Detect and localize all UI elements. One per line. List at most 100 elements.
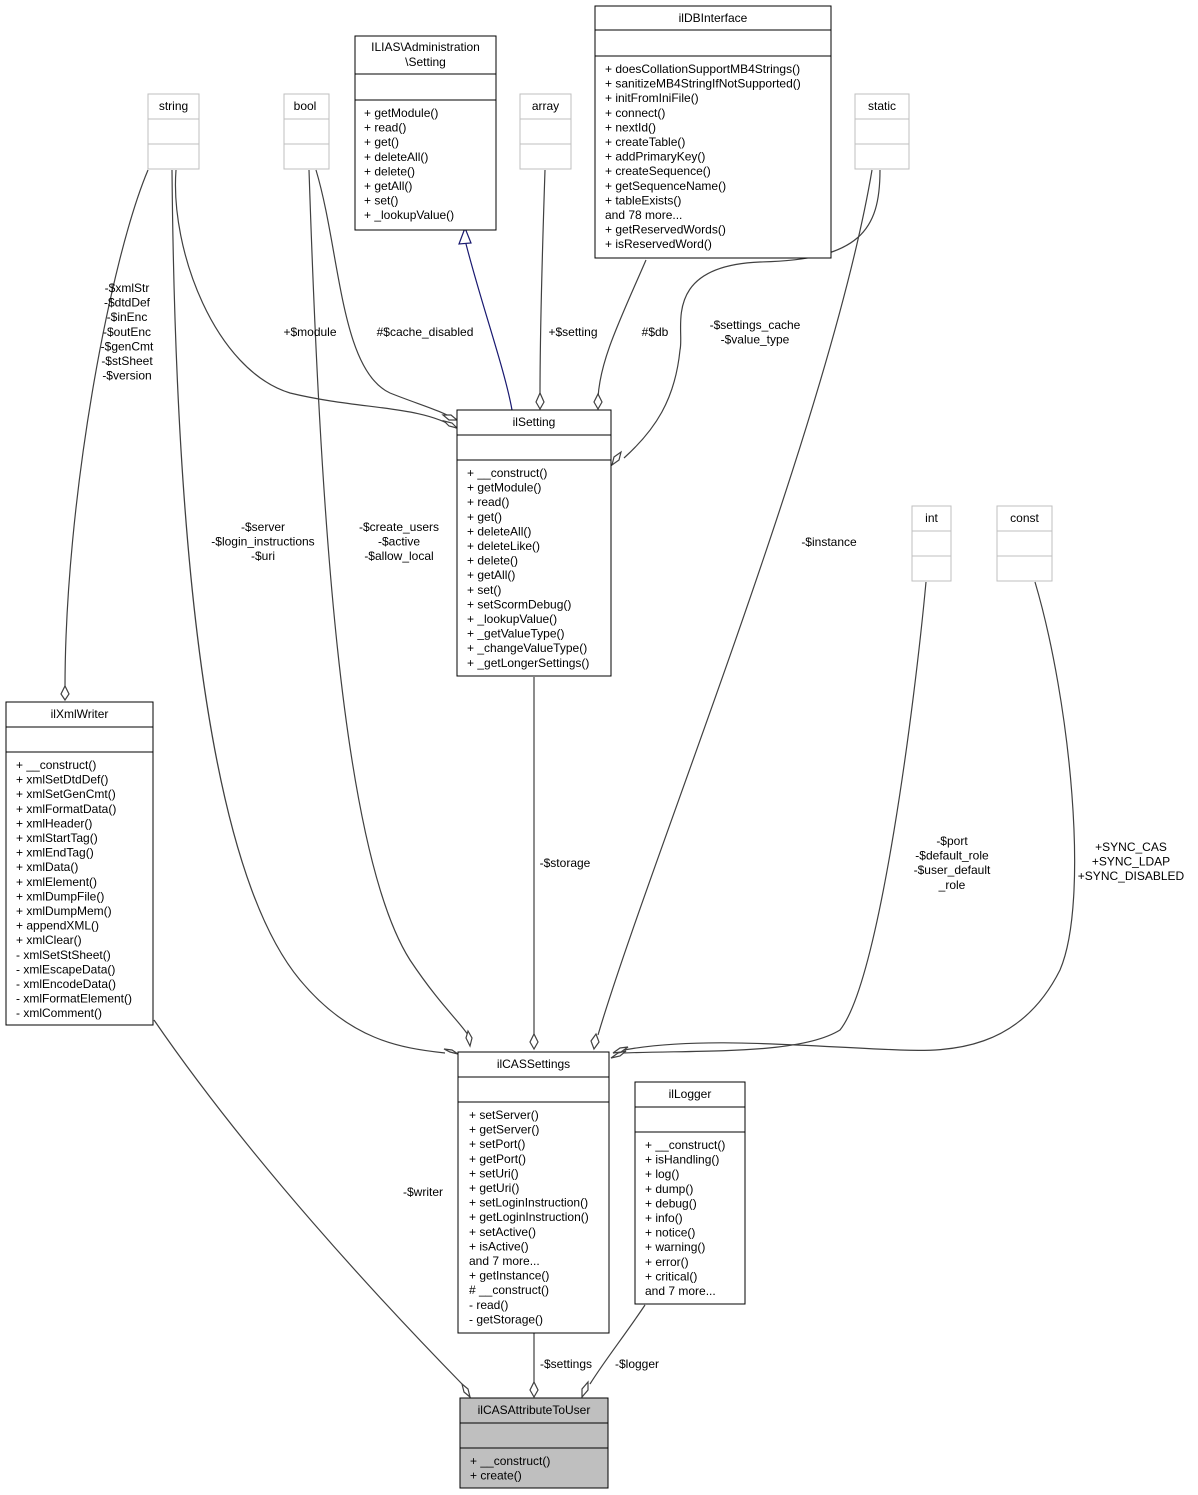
method-il_logger-5: + info() bbox=[645, 1211, 683, 1225]
method-il_cas_settings-12: # __construct() bbox=[469, 1283, 549, 1297]
method-il_setting-2: + read() bbox=[467, 495, 509, 509]
method-il_cas_settings-11: + getInstance() bbox=[469, 1269, 549, 1283]
method-db_interface-5: + createTable() bbox=[605, 135, 685, 149]
method-il_setting-13: + _getLongerSettings() bbox=[467, 656, 589, 670]
class-box-ilxmlwriter: ilXmlWriter + __construct()+ xmlSetDtdDe… bbox=[5, 701, 154, 1026]
class-box-db-interface: ilDBInterface + doesCollationSupportMB4S… bbox=[594, 5, 832, 259]
diamond-xmlwriter bbox=[60, 684, 70, 702]
method-il_logger-6: + notice() bbox=[645, 1226, 695, 1240]
method-setting_interface-7: + _lookupValue() bbox=[364, 208, 454, 222]
edge-label-xml_writer_fields-1: -$dtdDef bbox=[104, 296, 151, 310]
method-setting_interface-5: + getAll() bbox=[364, 179, 412, 193]
edge-label-port-1: -$default_role bbox=[915, 849, 989, 863]
method-il_xml_writer-6: + xmlEndTag() bbox=[16, 846, 94, 860]
method-il_xml_writer-0: + __construct() bbox=[16, 758, 96, 772]
method-il_cas_settings-4: + setUri() bbox=[469, 1166, 519, 1180]
class-box-bool: bool bbox=[283, 93, 330, 170]
method-db_interface-8: + getSequenceName() bbox=[605, 179, 726, 193]
method-il_cas_settings-1: + getServer() bbox=[469, 1123, 539, 1137]
diamond-ilsetting-array bbox=[535, 391, 545, 411]
class-title-array: array bbox=[532, 99, 559, 113]
edge-label-db-0: #$db bbox=[642, 325, 669, 339]
method-setting_interface-4: + delete() bbox=[364, 164, 415, 178]
method-db_interface-9: + tableExists() bbox=[605, 193, 681, 207]
class-box-ilcassettings: ilCASSettings + setServer()+ getServer()… bbox=[457, 1051, 610, 1334]
diamond-ilsetting-static bbox=[611, 450, 622, 467]
method-il_cas_settings-9: + isActive() bbox=[469, 1239, 529, 1253]
edge-logger-attribute bbox=[589, 1304, 646, 1385]
edge-label-port-3: _role bbox=[938, 878, 966, 892]
edge-labels: -$xmlStr-$dtdDef-$inEnc-$outEnc-$genCmt-… bbox=[101, 281, 1185, 1371]
method-il_setting-8: + set() bbox=[467, 583, 501, 597]
class-title-bool: bool bbox=[294, 99, 317, 113]
method-il_setting-6: + delete() bbox=[467, 554, 518, 568]
class-box-string: string bbox=[147, 93, 200, 170]
method-il_cas_settings-5: + getUri() bbox=[469, 1181, 519, 1195]
edge-array-ilsetting bbox=[539, 169, 546, 396]
method-il_setting-0: + __construct() bbox=[467, 466, 547, 480]
diamond-attribute-settings bbox=[529, 1380, 539, 1399]
method-setting_interface-1: + read() bbox=[364, 121, 406, 135]
method-il_xml_writer-9: + xmlDumpFile() bbox=[16, 889, 104, 903]
method-il_cas_settings-13: - read() bbox=[469, 1298, 508, 1312]
class-box-illogger: ilLogger + __construct()+ isHandling()+ … bbox=[634, 1081, 746, 1305]
edge-label-xml_writer_fields-0: -$xmlStr bbox=[105, 281, 150, 295]
class-box-const: const bbox=[996, 505, 1053, 582]
edge-label-instance-0: -$instance bbox=[801, 535, 857, 549]
method-db_interface-0: + doesCollationSupportMB4Strings() bbox=[605, 62, 800, 76]
edge-label-server-0: -$server bbox=[241, 520, 285, 534]
method-il_logger-4: + debug() bbox=[645, 1196, 697, 1210]
inheritance-arrowhead bbox=[458, 226, 472, 245]
method-il_setting-9: + setScormDebug() bbox=[467, 597, 571, 611]
edge-string-xmlwriter bbox=[64, 169, 149, 689]
method-il_cas_settings-10: and 7 more... bbox=[469, 1254, 540, 1268]
edge-label-xml_writer_fields-3: -$outEnc bbox=[103, 325, 151, 339]
method-il_logger-1: + isHandling() bbox=[645, 1153, 719, 1167]
method-setting_interface-0: + getModule() bbox=[364, 106, 438, 120]
diamond-cassettings-const bbox=[612, 1046, 629, 1054]
edge-label-port-2: -$user_default bbox=[914, 863, 991, 877]
class-title-ilxmlwriter: ilXmlWriter bbox=[51, 707, 109, 721]
method-db_interface-7: + createSequence() bbox=[605, 164, 711, 178]
edge-label-setting-0: +$setting bbox=[548, 325, 597, 339]
class-title-static: static bbox=[868, 99, 896, 113]
diamond-cassettings-storage bbox=[529, 1032, 539, 1051]
diamond-attribute-logger bbox=[581, 1380, 589, 1399]
method-il_setting-4: + deleteAll() bbox=[467, 524, 531, 538]
class-box-static: static bbox=[854, 93, 910, 170]
edge-label-create_users-2: -$allow_local bbox=[364, 549, 433, 563]
edge-label-server-1: -$login_instructions bbox=[211, 535, 314, 549]
method-il_logger-9: + critical() bbox=[645, 1269, 697, 1283]
diamond-attribute-writer bbox=[460, 1382, 472, 1399]
edges bbox=[64, 169, 1076, 1386]
edge-label-xml_writer_fields-5: -$stSheet bbox=[101, 354, 153, 368]
method-il_cas_settings-6: + setLoginInstruction() bbox=[469, 1196, 588, 1210]
edge-const-cassettings bbox=[623, 581, 1076, 1052]
method-il_setting-11: + _getValueType() bbox=[467, 627, 565, 641]
edge-label-settings-0: -$settings bbox=[540, 1357, 592, 1371]
method-il_xml_writer-12: + xmlClear() bbox=[16, 933, 82, 947]
method-il_cas_settings-14: - getStorage() bbox=[469, 1312, 543, 1326]
method-il_xml_writer-15: - xmlEncodeData() bbox=[16, 977, 116, 991]
edge-static-cassettings bbox=[597, 169, 873, 1036]
method-il_setting-3: + get() bbox=[467, 510, 502, 524]
method-il_logger-3: + dump() bbox=[645, 1182, 693, 1196]
edge-label-settings_cache-1: -$value_type bbox=[721, 333, 790, 347]
edge-string-ilsetting bbox=[174, 169, 457, 429]
class-title-db-interface: ilDBInterface bbox=[679, 11, 748, 25]
edge-int-cassettings bbox=[621, 581, 927, 1054]
edge-label-xml_writer_fields-4: -$genCmt bbox=[101, 339, 154, 353]
method-il_xml_writer-3: + xmlFormatData() bbox=[16, 802, 116, 816]
method-il_xml_writer-7: + xmlData() bbox=[16, 860, 78, 874]
method-il_xml_writer-11: + appendXML() bbox=[16, 919, 99, 933]
method-il_cas_settings-0: + setServer() bbox=[469, 1108, 539, 1122]
method-setting_interface-6: + set() bbox=[364, 194, 398, 208]
class-title-ilcassettings: ilCASSettings bbox=[497, 1057, 570, 1071]
edge-label-port-0: -$port bbox=[936, 834, 968, 848]
method-il_xml_writer-10: + xmlDumpMem() bbox=[16, 904, 112, 918]
class-title-ilsetting: ilSetting bbox=[513, 415, 556, 429]
aggregation-diamonds bbox=[60, 391, 629, 1399]
class-title-ilcasattributetouser: ilCASAttributeToUser bbox=[478, 1403, 591, 1417]
